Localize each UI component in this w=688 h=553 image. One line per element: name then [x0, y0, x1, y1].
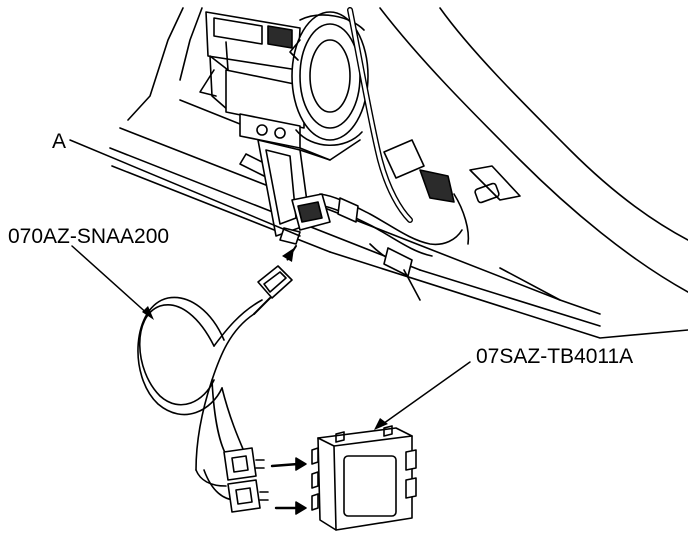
- connector-a-mount: [257, 139, 331, 245]
- callout-connector-a: A: [52, 130, 67, 153]
- callout-test-harness: 070AZ-SNAA200: [8, 225, 170, 248]
- body-panel: [109, 7, 688, 339]
- test-harness: [137, 245, 297, 501]
- reel-housing: [289, 11, 369, 147]
- leader-harness: [71, 245, 151, 317]
- bracket-assembly: [199, 11, 305, 149]
- leader-box: [379, 361, 471, 427]
- test-box: [311, 425, 417, 531]
- callout-test-box: 07SAZ-TB4011A: [476, 345, 634, 368]
- vehicle-wiring: [239, 7, 470, 301]
- leader-a: [69, 139, 301, 237]
- leader-lines: [69, 139, 471, 430]
- test-plugs: [223, 447, 307, 515]
